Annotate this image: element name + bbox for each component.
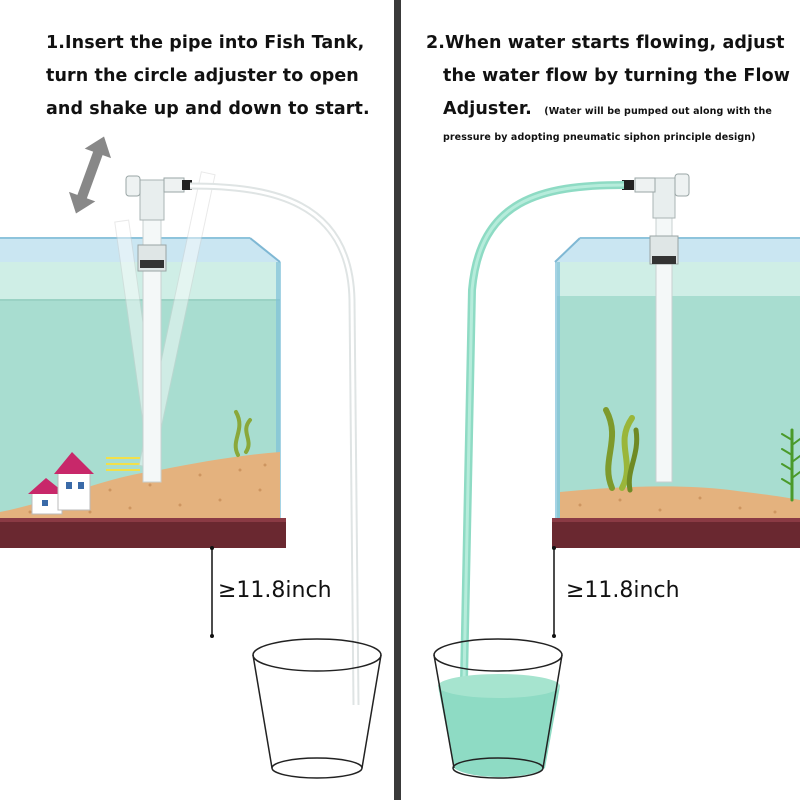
up-down-arrow-icon bbox=[68, 136, 112, 214]
tank-water bbox=[557, 296, 800, 522]
measurement-label-right: ≥11.8inch bbox=[566, 578, 680, 603]
step2-line-1: 2.When water starts flowing, adjust bbox=[426, 33, 785, 53]
step2-line-3-main: Adjuster. bbox=[443, 99, 532, 119]
step1-line-1: 1.Insert the pipe into Fish Tank, bbox=[46, 33, 365, 53]
gravel bbox=[560, 486, 800, 522]
tank-stand bbox=[0, 518, 286, 548]
measurement-label-left: ≥11.8inch bbox=[218, 578, 332, 603]
step2-note-2: pressure by adopting pneumatic siphon pr… bbox=[443, 132, 756, 143]
plant-decoration bbox=[233, 410, 252, 457]
plant-decoration bbox=[603, 407, 800, 502]
step1-panel: 1.Insert the pipe into Fish Tank, turn t… bbox=[0, 27, 386, 779]
step1-line-2: turn the circle adjuster to open bbox=[46, 66, 359, 86]
step2-line-2: the water flow by turning the Flow bbox=[443, 66, 790, 86]
step1-instructions: 1.Insert the pipe into Fish Tank, turn t… bbox=[46, 27, 386, 126]
flow-lines bbox=[106, 457, 140, 471]
bucket bbox=[252, 638, 382, 779]
step2-panel: 2.When water starts flowing, adjust the … bbox=[400, 0, 800, 800]
tank-stand bbox=[552, 518, 800, 548]
step2-line-3: Adjuster. (Water will be pumped out alon… bbox=[426, 93, 796, 128]
siphon-pipe bbox=[622, 173, 690, 483]
step1-illustration bbox=[0, 136, 382, 779]
bucket-filled bbox=[433, 638, 563, 779]
step2-illustration bbox=[433, 173, 800, 779]
tank-surface-band bbox=[557, 262, 800, 298]
step2-note-1: (Water will be pumped out along with the bbox=[544, 106, 772, 117]
tank-side-glass bbox=[276, 262, 281, 524]
step1-line-3: and shake up and down to start. bbox=[46, 99, 370, 119]
house-decoration bbox=[28, 452, 94, 515]
step2-instructions: 2.When water starts flowing, adjust the … bbox=[426, 27, 796, 148]
panel-divider bbox=[394, 0, 401, 800]
siphon-pipe bbox=[125, 175, 192, 483]
